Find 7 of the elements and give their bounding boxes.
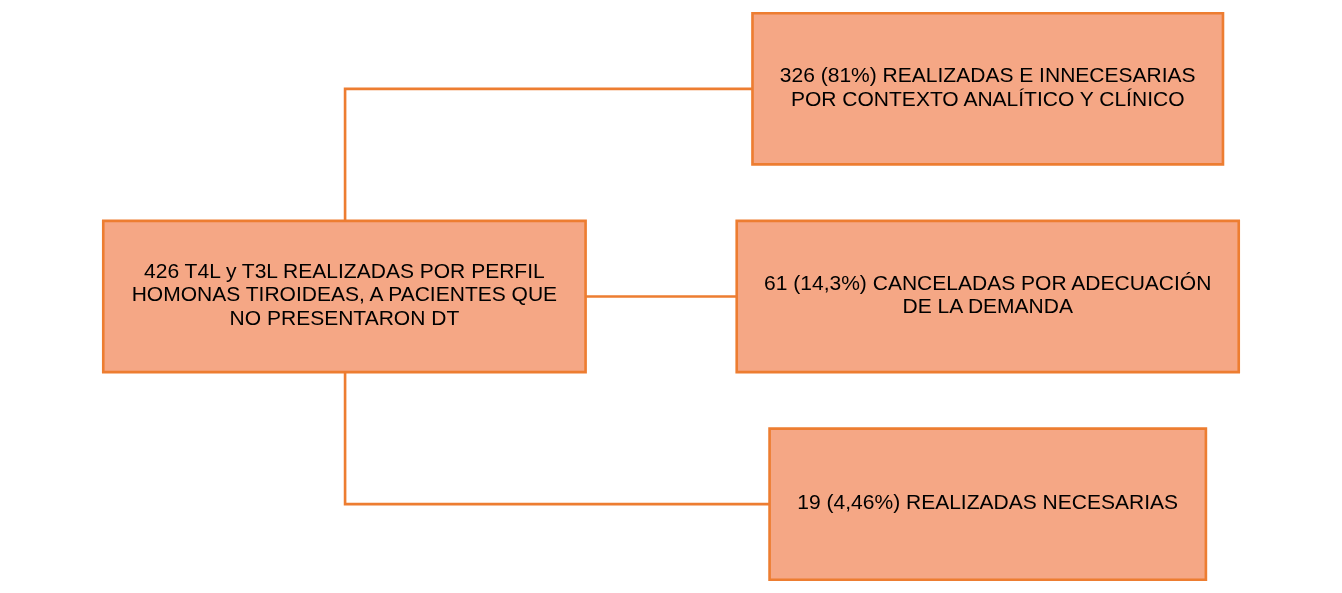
connector: [343, 87, 753, 221]
node-box: 19 (4,46%) REALIZADAS NECESARIAS: [768, 427, 1208, 582]
node-box: 326 (81%) REALIZADAS E INNECESARIAS POR CONTEXTO ANALÍTICO Y CLÍNICO: [751, 11, 1225, 166]
connector: [343, 372, 770, 506]
connector: [585, 295, 737, 298]
node-box: 61 (14,3%) CANCELADAS POR ADECUACIÓN DE LA DEMANDA: [735, 219, 1241, 374]
node-box: 426 T4L y T3L REALIZADAS POR PERFIL HOMONAS TIROIDEAS, A PACIENTES QUE NO PRESENTARON DT: [101, 219, 587, 374]
